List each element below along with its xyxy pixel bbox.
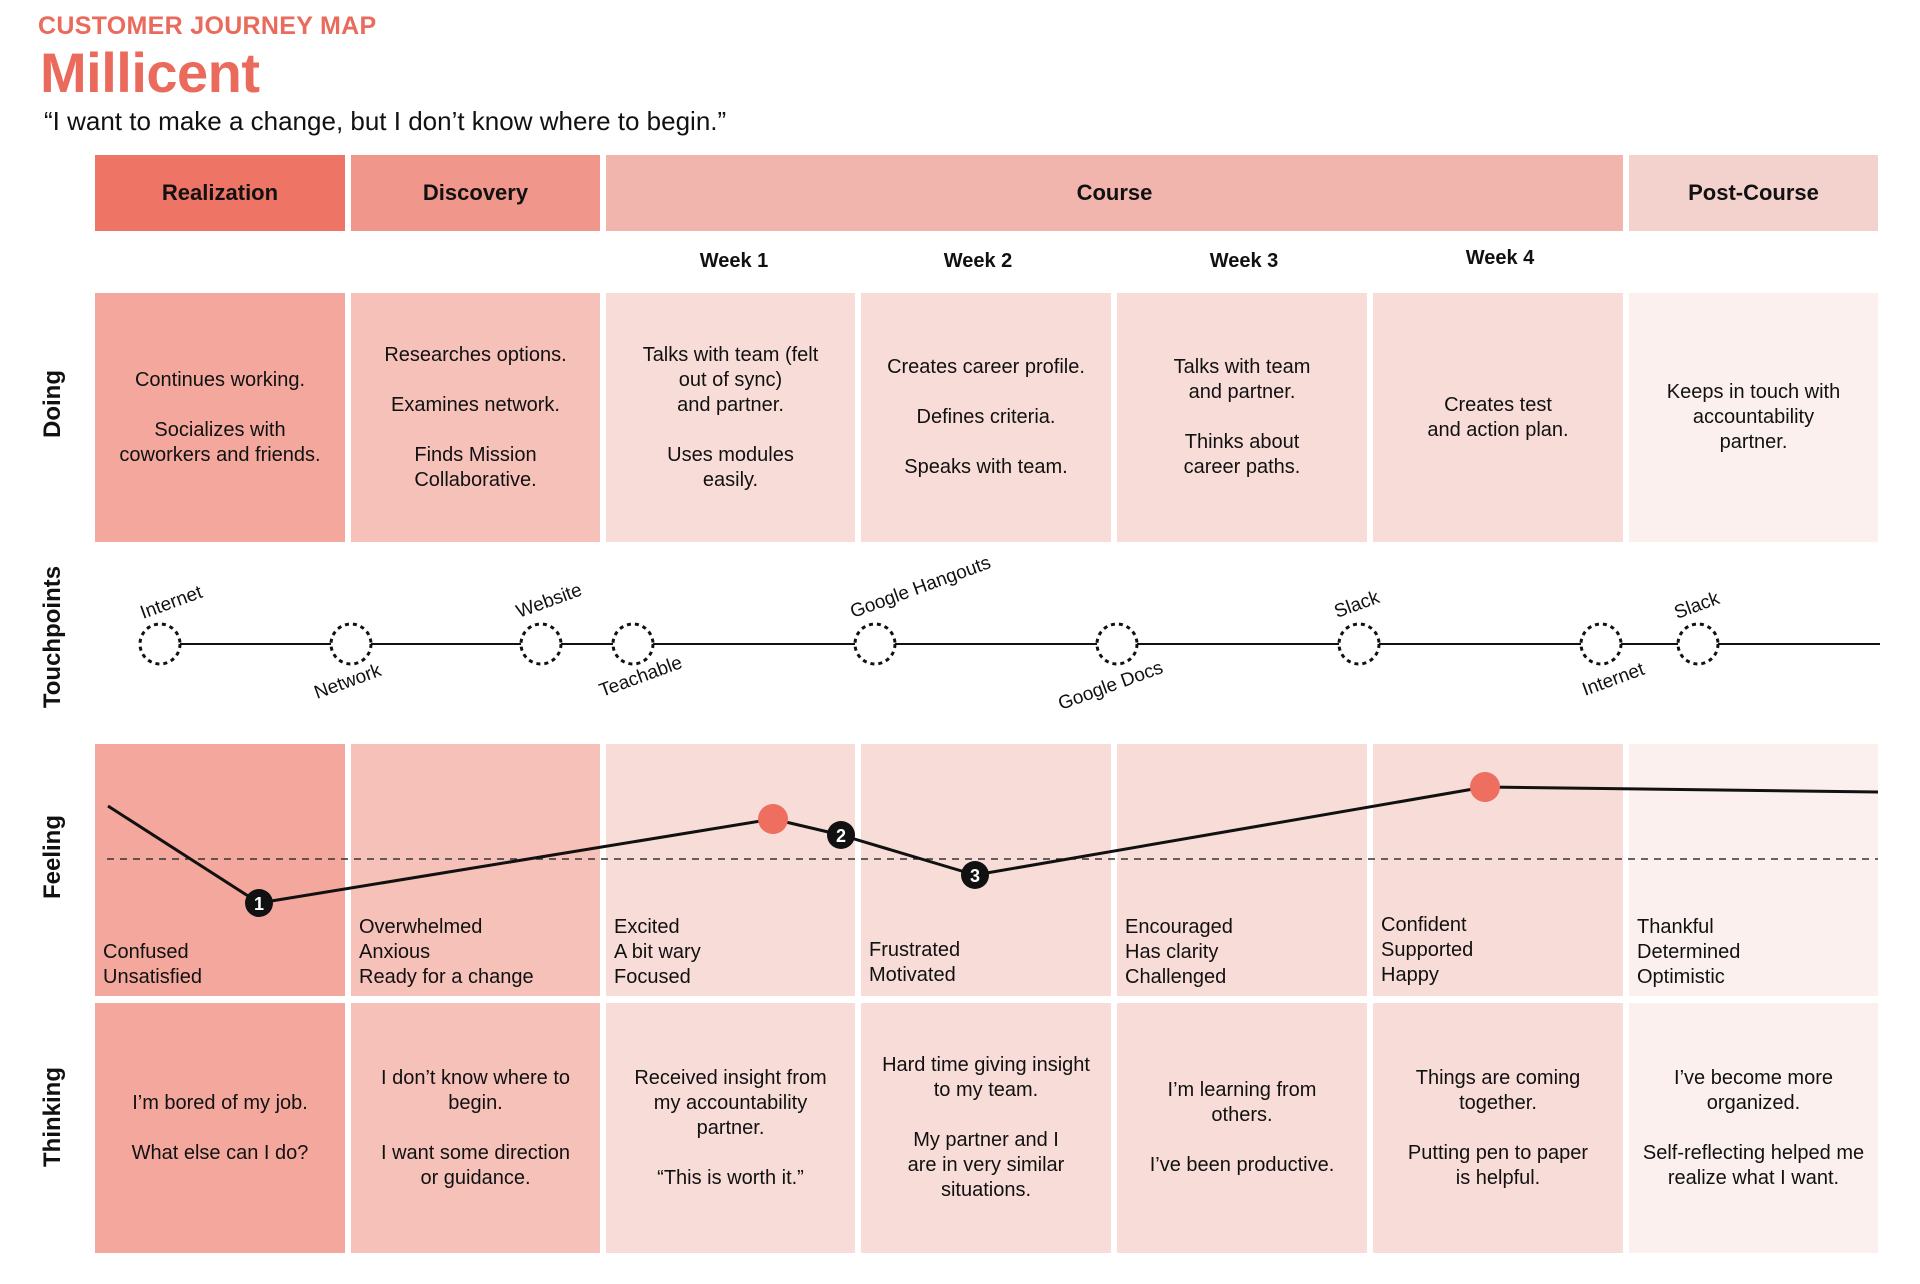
doing-cell-discovery: Researches options.Examines network.Find…: [351, 293, 600, 542]
week-1-label: Week 1: [699, 250, 769, 272]
touchpoint-label-network: Network: [312, 660, 385, 704]
touchpoint-label-website: Website: [514, 580, 585, 623]
feeling-high-point: [1470, 772, 1500, 802]
touchpoint-node-network: [329, 622, 373, 666]
feeling-marker-label: 3: [970, 866, 980, 886]
touchpoint-label-slack-2: Slack: [1672, 588, 1723, 624]
phase-realization: Realization: [95, 155, 345, 231]
feeling-marker-3: 3: [961, 861, 989, 889]
week-4-label: Week 4: [1465, 247, 1535, 269]
phase-course: Course: [606, 155, 1623, 231]
touchpoint-label-google-docs: Google Docs: [1056, 657, 1166, 714]
week-3-label: Week 3: [1209, 250, 1279, 272]
persona-quote: “I want to make a change, but I don’t kn…: [44, 106, 727, 136]
touchpoint-label-slack: Slack: [1332, 587, 1383, 623]
feeling-marker-2: 2: [827, 821, 855, 849]
touchpoint-node-google-hangouts: [853, 622, 897, 666]
touchpoint-label-internet-2: Internet: [1580, 659, 1648, 701]
phase-post-course: Post-Course: [1629, 155, 1878, 231]
touchpoint-node-internet-2: [1579, 622, 1623, 666]
feeling-marker-label: 1: [254, 894, 264, 914]
doing-cell-week2: Creates career profile.Defines criteria.…: [861, 293, 1111, 542]
map-type-label: CUSTOMER JOURNEY MAP: [38, 12, 377, 40]
touchpoint-node-internet: [138, 622, 182, 666]
touchpoint-node-google-docs: [1095, 622, 1139, 666]
feeling-curve: [107, 785, 1879, 905]
week-2-label: Week 2: [943, 250, 1013, 272]
feeling-marker-label: 2: [836, 826, 846, 846]
feeling-high-point: [758, 804, 788, 834]
touchpoint-node-slack: [1337, 622, 1381, 666]
touchpoint-node-website: [519, 622, 563, 666]
phase-discovery: Discovery: [351, 155, 600, 231]
thinking-cell-realization: I’m bored of my job.What else can I do?: [95, 1003, 345, 1253]
touchpoint-node-teachable: [611, 622, 655, 666]
touchpoint-node-slack-2: [1676, 622, 1720, 666]
persona-name: Millicent: [40, 41, 260, 104]
touchpoint-label-internet: Internet: [138, 582, 206, 624]
touchpoint-label-google-hangouts: Google Hangouts: [848, 552, 994, 622]
feeling-marker-1: 1: [245, 889, 273, 917]
